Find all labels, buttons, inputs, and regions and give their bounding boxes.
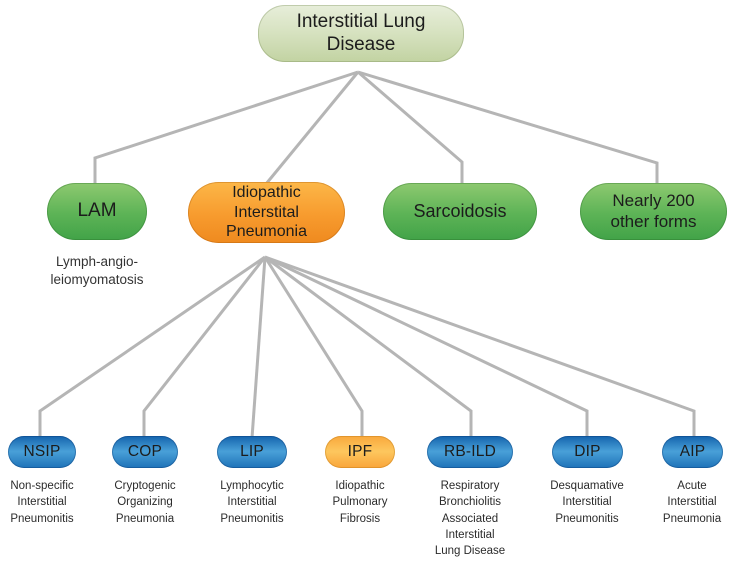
- node-rb-ild: RB-ILD: [427, 436, 513, 468]
- connector-iip-rbild: [264, 255, 473, 438]
- caption-aip: Acute Interstitial Pneumonia: [662, 480, 722, 525]
- node-lip: LIP: [217, 436, 287, 468]
- node-interstitial-lung-disease: Interstitial Lung Disease: [258, 5, 464, 62]
- caption-dip: Desquamative Interstitial Pneumonitis: [550, 480, 624, 525]
- connector-root-lam: [93, 70, 359, 185]
- node-dip: DIP: [552, 436, 623, 468]
- sarcoidosis-label: Sarcoidosis: [413, 200, 507, 221]
- caption-nsip: Non-specific Interstitial Pneumonitis: [10, 480, 74, 525]
- node-cop: COP: [112, 436, 178, 468]
- node-other-forms: Nearly 200 other forms: [580, 183, 727, 240]
- connector-iip-nsip: [38, 255, 266, 438]
- connector-iip-cop: [142, 256, 267, 438]
- connector-iip-ipf: [263, 256, 364, 438]
- node-idiopathic-interstitial-pneumonia: Idiopathic Interstital Pneumonia: [188, 182, 345, 243]
- connector-iip-lip: [250, 256, 267, 439]
- connector-root-iip: [264, 71, 360, 185]
- connector-iip-aip: [264, 255, 696, 438]
- caption-rb-ild: Respiratory Bronchiolitis Associated Int…: [434, 480, 506, 558]
- lip-label: LIP: [240, 442, 264, 460]
- connector-root-other-forms: [357, 70, 659, 185]
- node-aip: AIP: [662, 436, 723, 468]
- caption-cop: Cryptogenic Organizing Pneumonia: [114, 480, 176, 525]
- caption-ipf: Idiopathic Pulmonary Fibrosis: [332, 480, 388, 525]
- rb-ild-label: RB-ILD: [443, 442, 496, 460]
- aip-label: AIP: [679, 442, 706, 460]
- node-nsip: NSIP: [8, 436, 76, 468]
- dip-label: DIP: [574, 442, 601, 460]
- caption-lam: Lymph-angio- leiomyomatosis: [50, 254, 144, 288]
- other-forms-label: Nearly 200 other forms: [610, 191, 697, 231]
- node-lam: LAM: [47, 183, 147, 240]
- lam-label: LAM: [77, 200, 117, 222]
- cop-label: COP: [127, 442, 163, 460]
- caption-lip: Lymphocytic Interstitial Pneumonitis: [220, 480, 284, 525]
- connector-root-sarcoidosis: [357, 70, 464, 185]
- node-ipf: IPF: [325, 436, 395, 468]
- connector-iip-dip: [264, 255, 589, 438]
- root-label: Interstitial Lung Disease: [296, 11, 426, 55]
- ipf-label: IPF: [347, 442, 373, 460]
- nsip-label: NSIP: [23, 442, 61, 460]
- iip-label: Idiopathic Interstital Pneumonia: [226, 184, 307, 241]
- node-sarcoidosis: Sarcoidosis: [383, 183, 537, 240]
